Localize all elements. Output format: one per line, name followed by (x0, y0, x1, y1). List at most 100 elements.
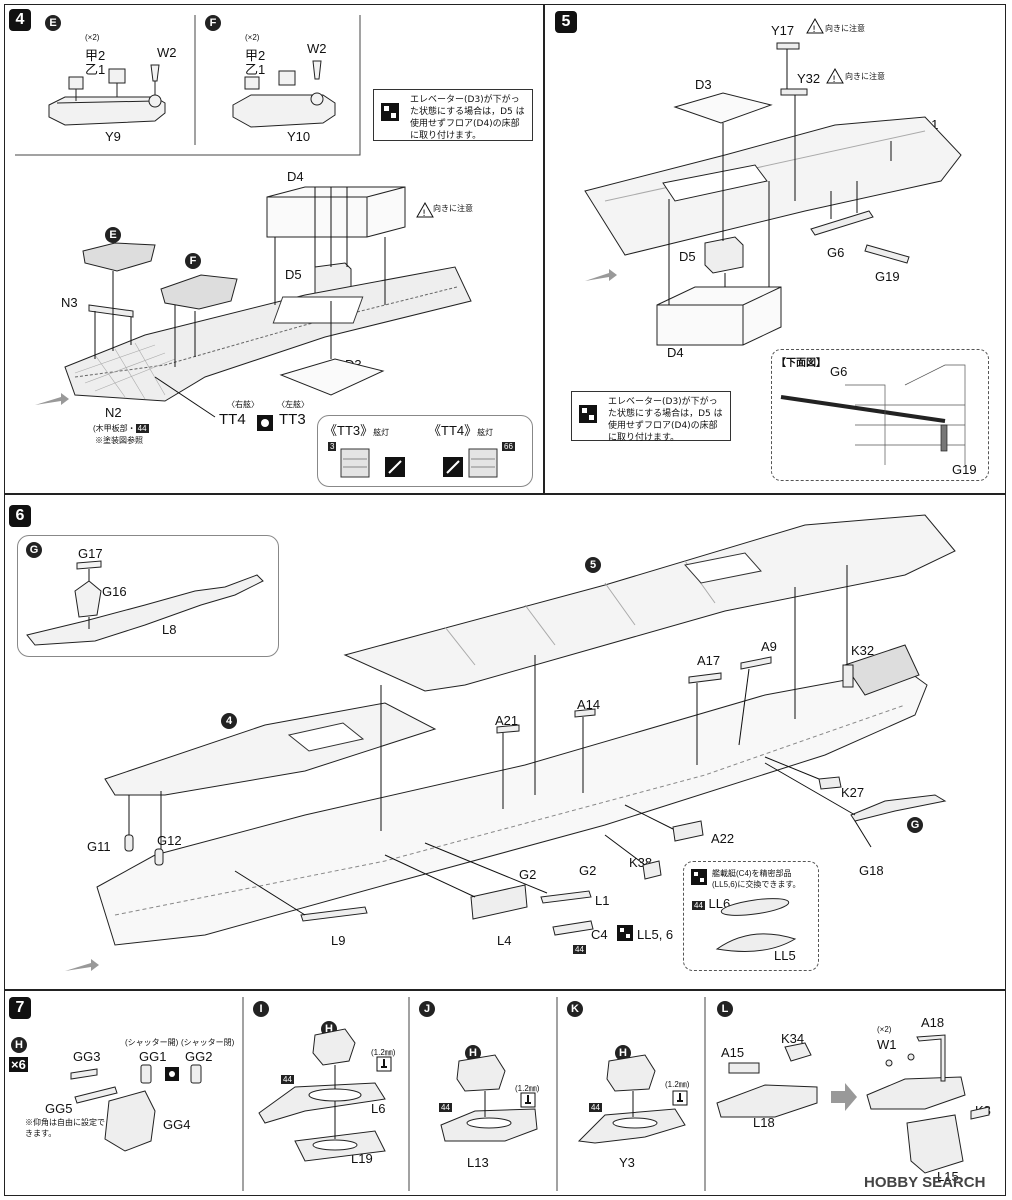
label-tt3: TT3 (279, 411, 306, 428)
e-module (82, 242, 156, 272)
forward-flight-deck (104, 702, 437, 796)
drill-icon (376, 1056, 392, 1072)
label-g11: G11 (87, 839, 111, 854)
deck-grid (74, 342, 176, 400)
label-y3: Y3 (619, 1155, 635, 1170)
ll-boats (715, 898, 797, 952)
boat-swap-box: 艦載艇(C4)を精密部品(LL5,6)に交換できます。 44 LL6 LL5 (683, 861, 819, 971)
tt4-icon (468, 448, 498, 478)
sub-f-assembly (232, 60, 336, 128)
label-g2a: G2 (519, 867, 537, 882)
label-ll56: LL5, 6 (637, 927, 674, 942)
warning-icon: ! (826, 67, 844, 85)
sub-h-badge: H (11, 1037, 27, 1053)
step-5-number: 5 (555, 11, 577, 33)
sub-e-y9: Y9 (105, 129, 121, 144)
label-d4: D4 (287, 169, 304, 184)
drill-icon (520, 1092, 536, 1108)
svg-text:!: ! (812, 25, 816, 35)
label-d4: D4 (667, 345, 684, 360)
bow-direction-arrow (585, 269, 617, 281)
sub-g-badge: G (26, 542, 42, 558)
step-4-arrows (94, 187, 386, 418)
tt3-icon (340, 448, 370, 478)
bottom-view-drawing (780, 364, 966, 465)
caution-text: 向きに注意 (433, 204, 473, 213)
label-l4: L4 (497, 933, 512, 948)
sub-j-mm: (1.2㎜) (515, 1084, 540, 1093)
step-6-diagram (26, 514, 956, 971)
bow-direction-arrow (65, 959, 99, 971)
label-l1: L1 (595, 893, 610, 908)
y32-part (780, 88, 808, 96)
sub-h-note: ※仰角は自由に設定できます。 (25, 1118, 105, 1138)
label-tt4: TT4 (219, 411, 246, 428)
paint-variant-icon (579, 405, 597, 423)
elevator-opening (272, 296, 364, 324)
step-6-small-parts (124, 656, 947, 936)
c4-paint-icon (617, 925, 633, 941)
tt4-color-icon (443, 457, 463, 477)
sub-j-num: 44 (439, 1103, 452, 1112)
sub-f-k1: 甲2 (245, 48, 266, 63)
step-7-diagram (70, 997, 990, 1191)
sub-f-mult: (×2) (245, 33, 260, 42)
sub-k-badge: K (567, 1001, 583, 1017)
sub-e-k1: 甲2 (85, 48, 106, 63)
caution-y32: 向きに注意 (845, 72, 885, 81)
swap-ll6: 44 LL6 (692, 896, 731, 911)
h-turret (70, 1064, 202, 1152)
step-4-number: 4 (9, 9, 31, 31)
label-gg4: GG4 (163, 1117, 191, 1132)
label-n3: N3 (61, 295, 78, 310)
label-l9: L9 (331, 933, 346, 948)
label-l-mult: (×2) (877, 1025, 892, 1034)
svg-text:!: ! (832, 75, 836, 85)
l-assembly-2 (866, 1034, 990, 1174)
label-l8: L8 (162, 622, 177, 637)
tt3-title: 《TT3》舷灯 (324, 423, 390, 438)
sub-f-marker: F (185, 253, 201, 269)
step-4-note: エレベーター(D3)が下がった状態にする場合は，D5 は使用せずフロア(D4)の… (373, 89, 533, 141)
label-l15: L15 (937, 1169, 959, 1184)
assembly-4-marker: 4 (221, 713, 237, 729)
sub-f-k2: 乙1 (245, 62, 266, 77)
d4-box (266, 186, 406, 238)
sub-e-assembly (48, 64, 166, 126)
sub-i-badge: I (253, 1001, 269, 1017)
sub-i-mm: (1.2㎜) (371, 1048, 396, 1057)
step-7-dividers (242, 997, 706, 1191)
l8-part (26, 560, 264, 646)
hull (96, 668, 928, 946)
label-k34: K34 (781, 1031, 805, 1046)
svg-text:!: ! (422, 209, 426, 219)
label-g12: G12 (157, 833, 182, 848)
label-gg5: GG5 (45, 1101, 73, 1116)
sub-e-w2: W2 (157, 45, 177, 60)
step-5-panel: 5 Y17 向きに注意 Y32 向きに注意 D3 G1 D5 G6 G19 D4… (544, 4, 1006, 494)
aft-flight-deck (343, 514, 956, 692)
label-a22: A22 (711, 831, 735, 846)
label-g6: G6 (827, 245, 845, 260)
assembly-5-marker: 5 (585, 557, 601, 573)
label-paint-ref: ※塗装図参照 (95, 436, 143, 445)
swap-paint-icon (691, 869, 707, 885)
label-y32: Y32 (797, 71, 821, 86)
g6-part (810, 210, 874, 236)
label-d3: D3 (695, 77, 712, 92)
label-closed: (シャッター閉) (181, 1038, 235, 1047)
g19-part (864, 244, 910, 264)
sub-i-num: 44 (281, 1075, 294, 1084)
sub-k-h: H (615, 1045, 631, 1061)
sub-f-badge: F (205, 15, 221, 31)
deck-5-elevator (684, 552, 762, 584)
step-6-panel: 6 G G17 G16 L8 5 4 A17 A9 K32 A14 A21 K2… (4, 494, 1006, 990)
i-assembly (258, 1028, 386, 1162)
paint-variant-icon (381, 103, 399, 121)
step-4-note-text: エレベーター(D3)が下がった状態にする場合は，D5 は使用せずフロア(D4)の… (410, 95, 525, 141)
bottom-view-g6: G6 (830, 364, 848, 379)
d4-box (656, 286, 782, 346)
label-d5: D5 (679, 249, 696, 264)
bottom-view-box: 【下面図】 G6 G19 (771, 349, 989, 481)
hobby-search-watermark: HOBBY SEARCH (864, 1174, 986, 1191)
